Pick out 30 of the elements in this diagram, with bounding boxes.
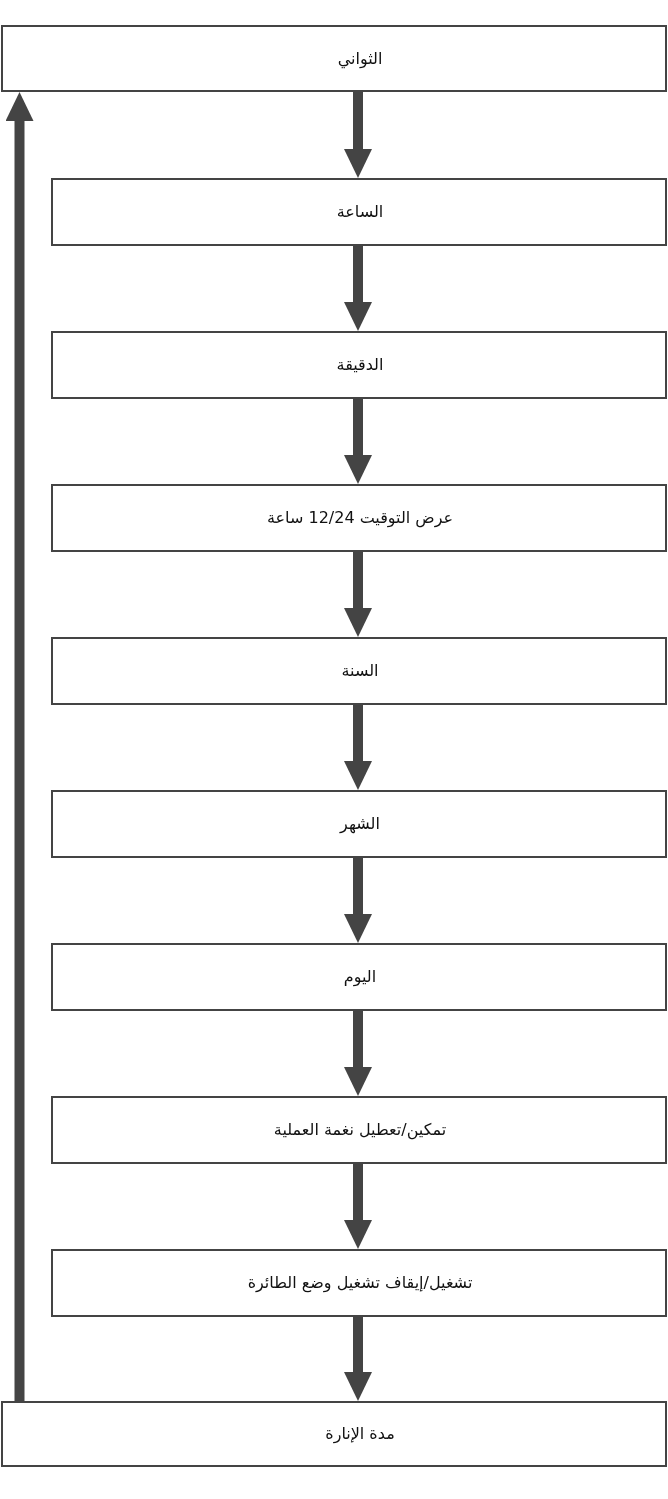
arrow (5, 92, 34, 1401)
process-box (51, 331, 667, 399)
process-box (51, 637, 667, 705)
process-box (1, 1401, 667, 1467)
process-box (51, 790, 667, 858)
arrow (344, 1164, 372, 1249)
box-label: عرض التوقيت 12/24 ساعة (266, 507, 454, 529)
box-label: الشهر (340, 813, 380, 835)
process-box (1, 25, 667, 92)
process-box (51, 1096, 667, 1164)
process-box (51, 943, 667, 1011)
arrow (344, 1011, 372, 1096)
arrow (344, 246, 372, 331)
box-label: السنة (341, 660, 379, 682)
arrow (344, 858, 372, 943)
arrow (344, 552, 372, 637)
box-label: مدة الإنارة (325, 1423, 395, 1445)
box-label: الدقيقة (336, 354, 384, 376)
box-label: تمكين/تعطيل نغمة العملية (273, 1119, 447, 1141)
box-label: الثواني (337, 48, 383, 69)
arrow (344, 705, 372, 790)
process-box (51, 178, 667, 246)
box-label: تشغيل/إيقاف تشغيل وضع الطائرة (247, 1272, 473, 1294)
box-label: اليوم (343, 966, 377, 988)
box-label: الساعة (336, 201, 384, 223)
arrow (344, 92, 372, 178)
arrow (344, 399, 372, 484)
arrow (344, 1317, 372, 1401)
process-box (51, 1249, 667, 1317)
process-box (51, 484, 667, 552)
